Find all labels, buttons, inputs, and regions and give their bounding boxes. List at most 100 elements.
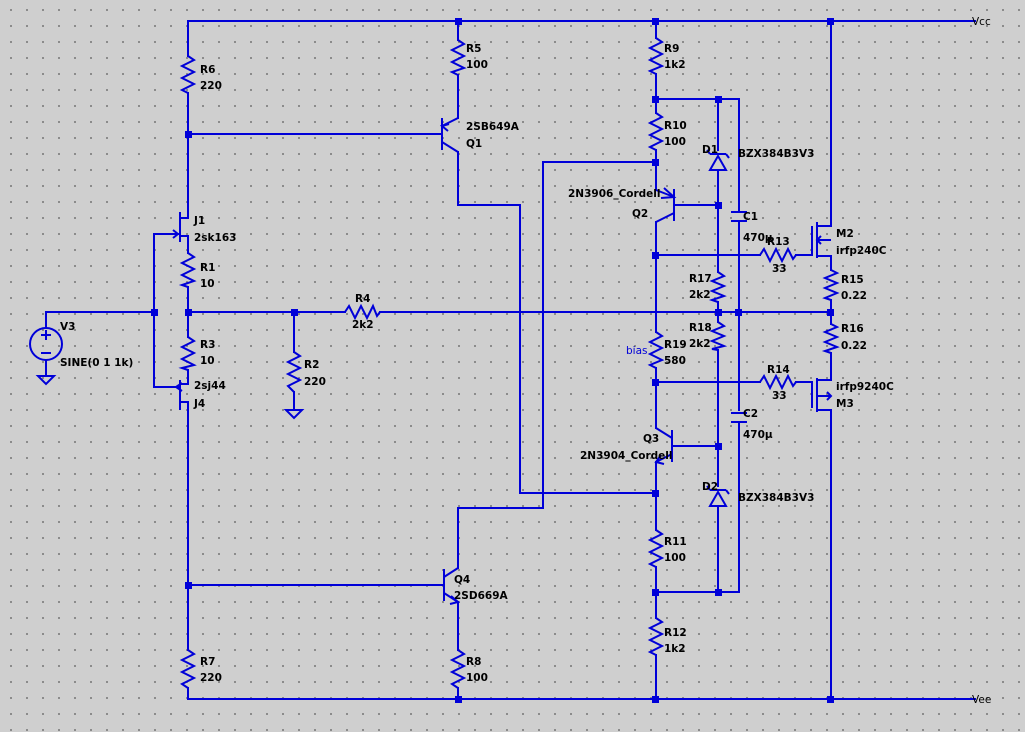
ground-icon (283, 409, 305, 420)
jfet-j4[interactable] (174, 380, 189, 410)
r6-value: 220 (200, 80, 222, 92)
resistor-r9[interactable] (647, 37, 665, 75)
junction-dot (291, 309, 298, 316)
q2-ref: Q2 (632, 208, 648, 220)
resistor-r12[interactable] (647, 617, 665, 656)
resistor-r5[interactable] (449, 39, 467, 76)
j4-ref: J4 (193, 398, 205, 410)
q1-ref: Q1 (466, 138, 482, 150)
r19-ref: R19 (664, 339, 687, 351)
resistor-symbols (178, 37, 840, 689)
diode-d1[interactable] (706, 149, 730, 171)
resistor-r10[interactable] (647, 112, 665, 151)
d1-ref: D1 (702, 144, 718, 156)
m2-ref: M2 (836, 228, 854, 240)
r19-value: 580 (664, 355, 686, 367)
m3-ref: M3 (836, 398, 854, 410)
resistor-r1[interactable] (178, 252, 197, 288)
j1-ref: J1 (193, 215, 205, 227)
junction-dot (652, 18, 659, 25)
junction-dot (652, 379, 659, 386)
wire-input (45, 311, 155, 329)
ground-icon (35, 375, 57, 386)
v3-ref: V3 (60, 321, 75, 333)
r8-ref: R8 (466, 656, 481, 668)
resistor-r4[interactable] (344, 303, 381, 321)
r12-value: 1k2 (664, 643, 686, 655)
junction-dot (652, 252, 659, 259)
junction-dot (185, 131, 192, 138)
r7-ref: R7 (200, 656, 215, 668)
resistor-r7[interactable] (179, 649, 197, 689)
source-v3[interactable] (29, 327, 63, 386)
resistor-r19[interactable] (647, 331, 665, 369)
r18-value: 2k2 (689, 338, 711, 350)
r16-value: 0.22 (841, 340, 867, 352)
q1-model: 2SB649A (466, 121, 520, 133)
r7-value: 220 (200, 672, 222, 684)
r14-value: 33 (772, 390, 787, 402)
resistor-r15[interactable] (822, 269, 840, 301)
r9-value: 1k2 (664, 59, 686, 71)
junction-dot (715, 96, 722, 103)
capacitor-c1[interactable] (731, 211, 747, 222)
capacitor-c2[interactable] (731, 412, 747, 423)
r8-value: 100 (466, 672, 488, 684)
bjt-q4[interactable] (438, 567, 461, 605)
r4-ref: R4 (355, 293, 370, 305)
bjt-q1[interactable] (436, 117, 459, 153)
c1-value: 470µ (743, 232, 773, 244)
diode-d2[interactable] (706, 485, 730, 507)
junction-dot (652, 159, 659, 166)
vee-net-label: Vee (972, 694, 991, 706)
resistor-r6[interactable] (179, 55, 197, 94)
junction-dot (652, 490, 659, 497)
bjt-q2[interactable] (655, 187, 680, 223)
bjt-q3[interactable] (654, 427, 678, 465)
q3-model: 2N3904_Cordell (580, 450, 673, 462)
r15-value: 0.22 (841, 290, 867, 302)
resistor-r14[interactable] (759, 373, 797, 391)
sine-plus-icon (41, 330, 51, 340)
jfet-j1[interactable] (172, 212, 189, 242)
mosfet-m2[interactable] (811, 220, 832, 258)
r18-ref: R18 (689, 322, 712, 334)
q3-ref: Q3 (643, 433, 659, 445)
resistor-r16[interactable] (821, 323, 840, 354)
c2-ref: C2 (743, 408, 758, 420)
r10-ref: R10 (664, 120, 687, 132)
r9-ref: R9 (664, 43, 679, 55)
r13-ref: R13 (767, 236, 790, 248)
resistor-r11[interactable] (647, 529, 665, 568)
r5-value: 100 (466, 59, 488, 71)
r11-ref: R11 (664, 536, 687, 548)
r6-ref: R6 (200, 64, 215, 76)
resistor-r18[interactable] (709, 321, 728, 351)
resistor-r3[interactable] (178, 336, 197, 371)
wires (45, 20, 976, 700)
junction-dot (715, 443, 722, 450)
r5-ref: R5 (466, 43, 481, 55)
m3-model: irfp9240C (836, 381, 894, 393)
d2-ref: D2 (702, 481, 718, 493)
c2-value: 470µ (743, 429, 773, 441)
resistor-r17[interactable] (708, 271, 727, 303)
q2-model: 2N3906_Cordell (568, 188, 661, 200)
r12-ref: R12 (664, 627, 687, 639)
junction-dot (827, 18, 834, 25)
r3-ref: R3 (200, 339, 215, 351)
resistor-r13[interactable] (759, 246, 797, 264)
junction-dot (827, 309, 834, 316)
r15-ref: R15 (841, 274, 864, 286)
junction-dot (151, 309, 158, 316)
r10-value: 100 (664, 136, 686, 148)
j4-model: 2sj44 (194, 380, 226, 392)
junction-dot (827, 696, 834, 703)
resistor-r8[interactable] (449, 649, 467, 689)
r11-value: 100 (664, 552, 686, 564)
resistor-r2[interactable] (285, 351, 303, 393)
mosfet-m3[interactable] (811, 376, 833, 412)
v3-value: SINE(0 1 1k) (60, 357, 133, 369)
wire-d2-loop (655, 422, 740, 593)
